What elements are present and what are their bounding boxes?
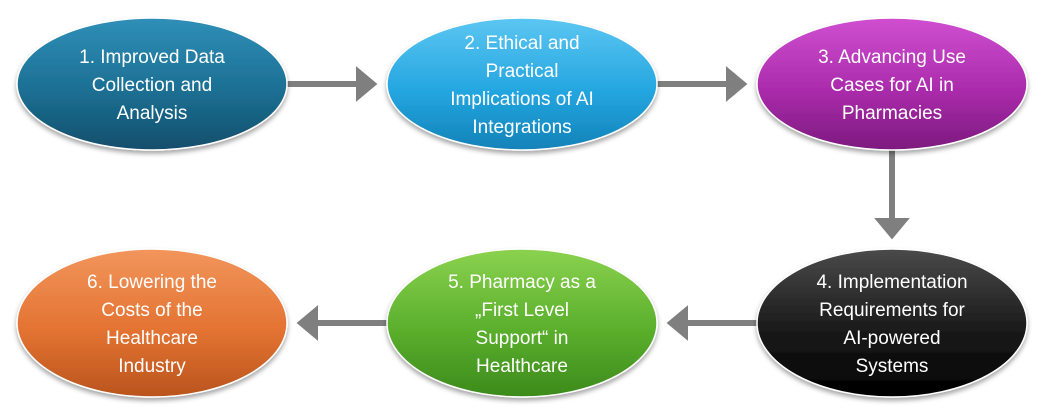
node-4-label-line: 4. Implementation [816,272,967,293]
node-2-label-line: Integrations [472,117,571,138]
node-3-ellipse [756,17,1028,151]
node-4-ellipse [756,248,1028,398]
node-5-ellipse [386,248,658,398]
node-3-label-line: Pharmacies [842,103,942,124]
node-2-label-line: Practical [486,61,559,82]
node-1-label-line: 1. Improved Data [79,47,225,68]
node-6-ellipse [16,248,288,398]
node-4-label-line: AI-powered [843,328,940,349]
node-1-ellipse [16,17,288,151]
node-2-label-line: Implications of AI [450,89,594,110]
node-3-label-line: 3. Advancing Use [818,47,966,68]
node-5-label-line: Healthcare [476,356,568,377]
arrows-layer [285,66,910,341]
node-3-label-line: Cases for AI in [830,75,954,96]
node-4-label-line: Systems [856,356,929,377]
node-6-label-line: Healthcare [106,328,198,349]
node-6-label-line: Industry [118,356,186,377]
node-6-label-line: 6. Lowering the [87,272,217,293]
node-1-label-line: Collection and [92,75,212,96]
node-2-ellipse [386,17,658,151]
node-5-label-line: Support“ in [476,328,569,349]
node-2-label-line: 2. Ethical and [464,33,579,54]
node-5-label-line: „First Level [475,300,569,321]
node-1-label-line: Analysis [117,103,188,124]
node-6-label-line: Costs of the [101,300,202,321]
node-5-label-line: 5. Pharmacy as a [448,272,596,293]
node-4-label-line: Requirements for [819,300,965,321]
